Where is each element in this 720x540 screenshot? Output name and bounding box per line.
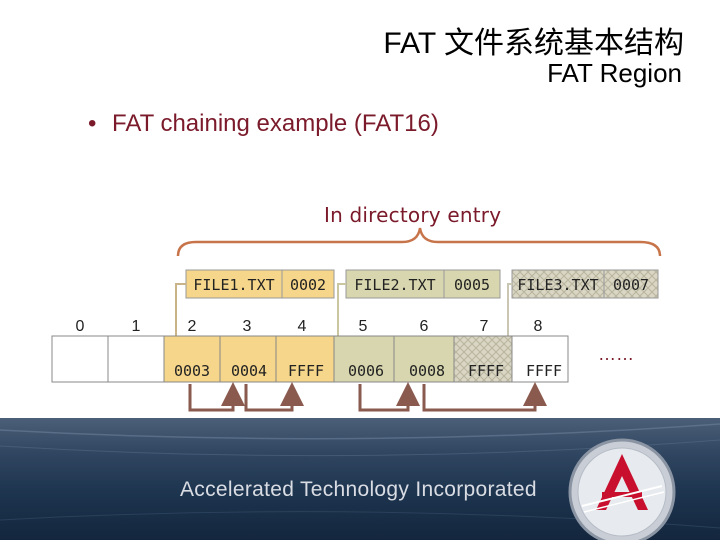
- fat-value-2: 0003: [174, 362, 210, 380]
- directory-entry-label: In directory entry: [324, 203, 502, 227]
- fat-cell-3: [219, 335, 277, 383]
- fat-value-5: 0006: [348, 362, 384, 380]
- fat-index-3: 3: [243, 318, 252, 335]
- fat-index-7: 7: [480, 318, 489, 335]
- directory-entry-file2: FILE2.TXT 0005: [345, 269, 501, 299]
- fat-cell-7: [453, 335, 513, 383]
- diagram-background: [46, 236, 660, 417]
- fat-index-5: 5: [359, 318, 368, 335]
- file3-cluster: 0007: [613, 276, 649, 294]
- chain-arrow-6-to-8: [422, 382, 547, 412]
- fat-value-8: FFFF: [526, 362, 562, 380]
- chain-arrow-2-to-3: [188, 382, 245, 412]
- fat-index-6: 6: [420, 318, 429, 335]
- fat-cells: [51, 335, 569, 383]
- chain-arrow-3-to-4: [244, 382, 304, 412]
- directory-entry-file3: FILE3.TXT 0007: [511, 269, 659, 299]
- pointer-file2: [337, 283, 346, 336]
- pointer-file1: [175, 283, 186, 336]
- fat-index-labels: 0 1 2 3 4 5 6 7 8: [76, 318, 543, 335]
- file1-cluster: 0002: [290, 276, 326, 294]
- fat-cell-0: [51, 335, 109, 383]
- file2-name: FILE2.TXT: [354, 276, 435, 294]
- file3-name: FILE3.TXT: [517, 276, 598, 294]
- fat-index-1: 1: [132, 318, 141, 335]
- directory-entry-file1: FILE1.TXT 0002: [185, 269, 335, 299]
- bullet-dot: •: [88, 110, 97, 137]
- accelerated-technology-logo-icon: [568, 438, 676, 540]
- page-title: FAT 文件系统基本结构: [383, 27, 684, 60]
- fat-cell-6: [393, 335, 455, 383]
- directory-brace: [176, 227, 662, 257]
- bullet-item: • FAT chaining example (FAT16): [88, 110, 439, 138]
- fat-value-3: 0004: [231, 362, 267, 380]
- fat-cell-1: [107, 335, 165, 383]
- file1-name: FILE1.TXT: [193, 276, 274, 294]
- continuation-ellipsis: ……: [598, 344, 634, 364]
- pointer-file3: [507, 283, 512, 336]
- bullet-text: FAT chaining example (FAT16): [112, 110, 439, 137]
- fat-value-7: FFFF: [468, 362, 504, 380]
- fat-cell-5: [333, 335, 395, 383]
- fat-cell-2: [163, 335, 221, 383]
- page-subtitle: FAT Region: [547, 58, 682, 88]
- fat-values: 0003 0004 FFFF 0006 0008 FFFF FFFF: [174, 362, 562, 380]
- fat-cell-4: [275, 335, 335, 383]
- fat-value-4: FFFF: [288, 362, 324, 380]
- fat-index-8: 8: [534, 318, 543, 335]
- chain-arrow-5-to-6: [358, 382, 420, 412]
- fat-index-0: 0: [76, 318, 85, 335]
- file2-cluster: 0005: [454, 276, 490, 294]
- fat-index-4: 4: [298, 318, 307, 335]
- fat-cell-8: [511, 335, 569, 383]
- fat-index-2: 2: [188, 318, 197, 335]
- chain-arrows: [188, 382, 547, 412]
- fat-value-6: 0008: [409, 362, 445, 380]
- footer-company-name: Accelerated Technology Incorporated: [180, 478, 537, 501]
